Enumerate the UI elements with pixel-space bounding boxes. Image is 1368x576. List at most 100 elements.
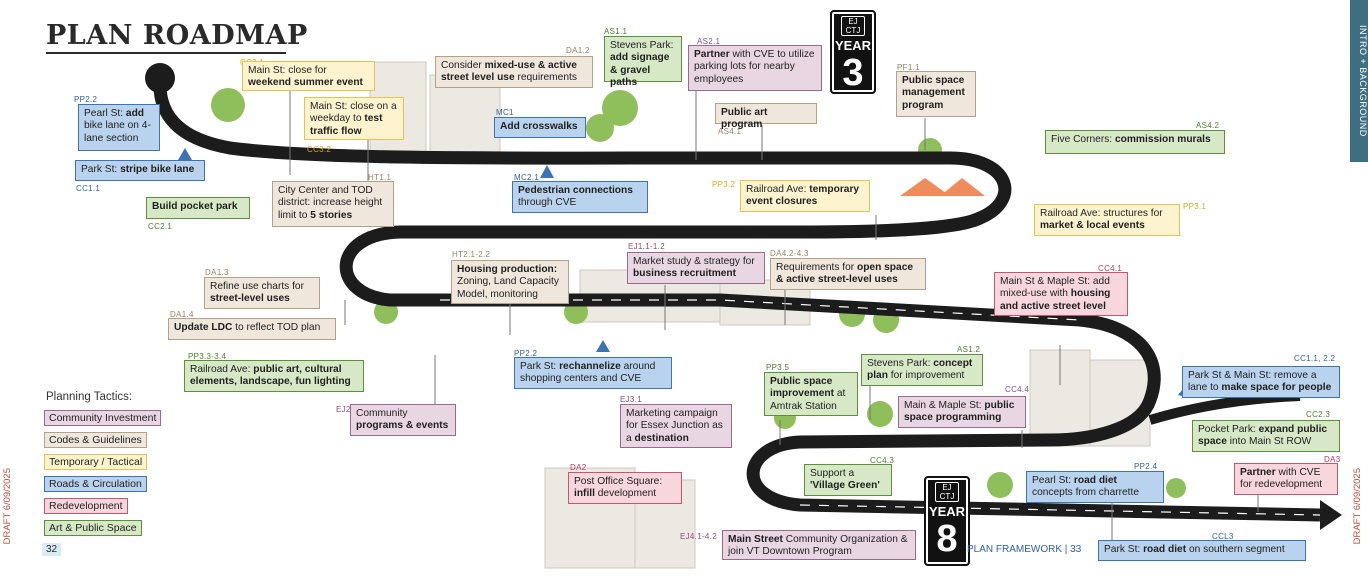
card-text-post: into Main St ROW bbox=[1226, 436, 1312, 448]
year-3-sign: EJ CTJ YEAR 3 bbox=[830, 10, 876, 94]
card-main-street-org: Main Street Community Organization & joi… bbox=[722, 530, 916, 560]
card-city-center-height: City Center and TOD district: increase h… bbox=[272, 181, 394, 227]
card-village-green: Support a 'Village Green' bbox=[804, 464, 892, 496]
card-railroad-temp-closures: Railroad Ave: temporary event closures bbox=[740, 180, 870, 212]
code-ej31: EJ3.1 bbox=[620, 395, 642, 404]
code-pp334: PP3.3-3.4 bbox=[188, 352, 227, 361]
card-text-bold: public art, cultural elements, landscape… bbox=[190, 364, 351, 388]
card-text-bold: Add crosswalks bbox=[500, 121, 578, 132]
card-text-post: for improvement bbox=[887, 370, 965, 382]
code-as42: AS4.2 bbox=[1196, 121, 1220, 130]
card-text-bold: Public space improvement bbox=[770, 376, 834, 400]
card-text-bold: Partner bbox=[694, 49, 730, 60]
card-text-pre: Main St & Maple St: add mixed-use with bbox=[1000, 276, 1110, 300]
code-da13: DA1.3 bbox=[205, 268, 229, 277]
card-text-pre: Main & Maple St: bbox=[904, 400, 985, 411]
card-stevens-signage: Stevens Park: add signage & gravel paths bbox=[604, 36, 682, 88]
card-text-bold: Build pocket park bbox=[152, 201, 238, 212]
card-text-pre: Stevens Park: bbox=[610, 40, 674, 51]
card-text-pre: Railroad Ave: bbox=[746, 184, 810, 195]
code-cc23: CC2.3 bbox=[1306, 410, 1331, 419]
card-text-pre: Park St: bbox=[81, 164, 121, 175]
draft-label-left: DRAFT 6/09/2025 bbox=[2, 468, 13, 545]
card-text-pre: Five Corners: bbox=[1051, 134, 1115, 145]
card-public-amtrak: Public space improvement at Amtrak Stati… bbox=[764, 372, 858, 416]
card-text-bold: programs & events bbox=[356, 420, 449, 432]
card-text-bold: Main Street bbox=[728, 534, 783, 545]
card-public-art-program: Public art program bbox=[715, 103, 817, 130]
card-text-bold: 5 stories bbox=[310, 209, 353, 221]
card-text-bold: commission murals bbox=[1114, 134, 1211, 145]
code-da2: DA2 bbox=[570, 463, 587, 472]
year-8-sign-label: YEAR bbox=[928, 504, 966, 519]
year-8-sign: EJ CTJ YEAR 8 bbox=[924, 476, 970, 566]
card-text-bold: Public space management program bbox=[902, 75, 965, 111]
card-text-post: development bbox=[594, 488, 657, 500]
card-text-bold: 'Village Green' bbox=[810, 480, 880, 492]
card-text-bold: Public art program bbox=[721, 107, 768, 131]
card-housing-production: Housing production: Zoning, Land Capacit… bbox=[451, 260, 569, 304]
card-text-bold: street-level uses bbox=[210, 293, 290, 305]
card-pocket-park-expand: Pocket Park: expand public space into Ma… bbox=[1192, 420, 1340, 452]
card-text-pre: Railroad Ave: structures for bbox=[1040, 208, 1163, 219]
code-pp24: PP2.4 bbox=[1134, 462, 1158, 471]
card-text-pre: Stevens Park: bbox=[867, 358, 934, 369]
card-text-bold: Pedestrian connections bbox=[518, 185, 633, 196]
card-text-bold: expand public space bbox=[1198, 424, 1328, 448]
card-text-bold: open space & active street-level uses bbox=[776, 262, 914, 286]
card-main-weekday-test: Main St: close on a weekday to test traf… bbox=[304, 97, 404, 140]
code-as21: AS2.1 bbox=[697, 37, 721, 46]
card-text-pre: Market study & strategy for bbox=[633, 256, 755, 267]
card-park-main-lane: Park St & Main St: remove a lane to make… bbox=[1182, 366, 1340, 398]
card-main-maple-housing: Main St & Maple St: add mixed-use with h… bbox=[994, 272, 1128, 316]
card-text-bold: housing and active street level bbox=[1000, 288, 1111, 312]
card-partner-redevelopment: Partner with CVE for redevelopment bbox=[1234, 463, 1338, 495]
card-text-pre: Requirements for bbox=[776, 262, 857, 273]
page-title: PLAN ROADMAP bbox=[46, 20, 308, 51]
card-add-crosswalks: Add crosswalks bbox=[494, 117, 586, 138]
card-market-study: Market study & strategy for business rec… bbox=[627, 252, 765, 284]
card-text-bold: Housing production: bbox=[457, 264, 558, 275]
card-text-bold: add signage & gravel paths bbox=[610, 52, 670, 89]
card-stevens-concept: Stevens Park: concept plan for improveme… bbox=[861, 354, 983, 386]
card-text-bold: rechannelize bbox=[559, 361, 621, 372]
card-text-pre: City Center and TOD district: increase h… bbox=[278, 185, 383, 221]
code-as11: AS1.1 bbox=[604, 27, 628, 36]
card-park-southern-road-diet: Park St: road diet on southern segment bbox=[1098, 540, 1306, 561]
card-update-ldc: Update LDC to reflect TOD plan bbox=[168, 318, 336, 340]
card-text-bold: mixed-use & active street level use bbox=[441, 60, 577, 84]
card-text-post: around shopping centers and CVE bbox=[520, 361, 656, 385]
card-text-bold: business recruitment bbox=[633, 268, 737, 280]
code-pp32: PP3.2 bbox=[712, 180, 736, 189]
code-pp31: PP3.1 bbox=[1183, 202, 1207, 211]
card-text-bold: weekend summer event bbox=[248, 77, 363, 89]
card-text-post: on southern segment bbox=[1186, 544, 1285, 555]
card-text-post: with CVE to utilize parking lots for nea… bbox=[694, 49, 815, 85]
code-cc32: CC3.2 bbox=[307, 145, 332, 154]
code-cc13: CCL3 bbox=[1212, 532, 1234, 541]
legend-item: Redevelopment bbox=[44, 498, 128, 514]
card-text-bold: make space for people bbox=[1221, 382, 1332, 394]
legend-item: Codes & Guidelines bbox=[44, 432, 147, 448]
card-railroad-structures: Railroad Ave: structures for market & lo… bbox=[1034, 204, 1180, 236]
legend-item: Temporary / Tactical bbox=[44, 454, 148, 470]
card-text-post: bike lane on 4-lane section bbox=[84, 120, 151, 144]
card-text-bold: public space programming bbox=[904, 400, 1015, 424]
card-text-post: Zoning, Land Capacity Model, monitoring bbox=[457, 276, 559, 300]
card-text-bold: infill bbox=[574, 488, 595, 500]
card-build-pocket-park: Build pocket park bbox=[146, 197, 250, 219]
legend-item: Art & Public Space bbox=[44, 520, 142, 536]
card-text-post: Community Organization & join VT Downtow… bbox=[728, 534, 908, 558]
card-text-post: through CVE bbox=[518, 197, 577, 209]
code-cc44: CC4.4 bbox=[1005, 385, 1030, 394]
code-ej1112: EJ1.1-1.2 bbox=[628, 242, 665, 251]
card-text-pre: Support a bbox=[810, 468, 855, 479]
code-mc1: MC1 bbox=[496, 108, 514, 117]
code-cc1122: CC1.1, 2.2 bbox=[1294, 354, 1336, 363]
card-park-stripe-bike-lane: Park St: stripe bike lane bbox=[75, 160, 205, 181]
card-text-post: at Amtrak Station bbox=[770, 388, 846, 412]
card-text-pre: Main St: close on a weekday to bbox=[310, 101, 397, 125]
road-dashes bbox=[440, 299, 1321, 516]
code-pp35: PP3.5 bbox=[766, 363, 790, 372]
code-as12: AS1.2 bbox=[957, 345, 981, 354]
